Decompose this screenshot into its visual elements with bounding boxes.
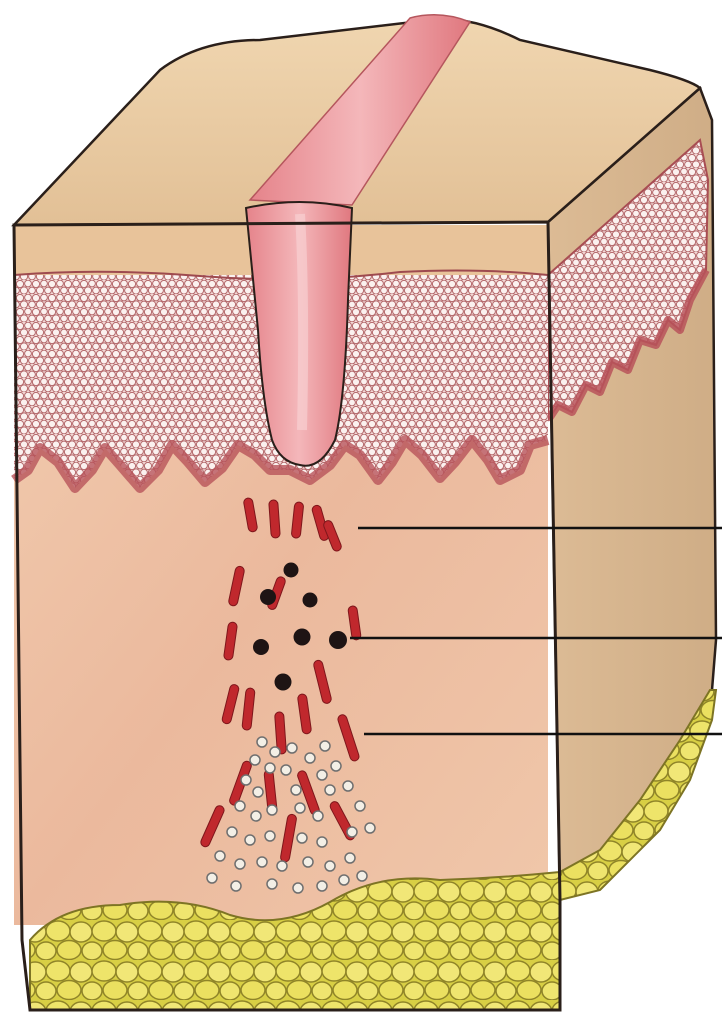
skin-diagram [0,0,722,1031]
